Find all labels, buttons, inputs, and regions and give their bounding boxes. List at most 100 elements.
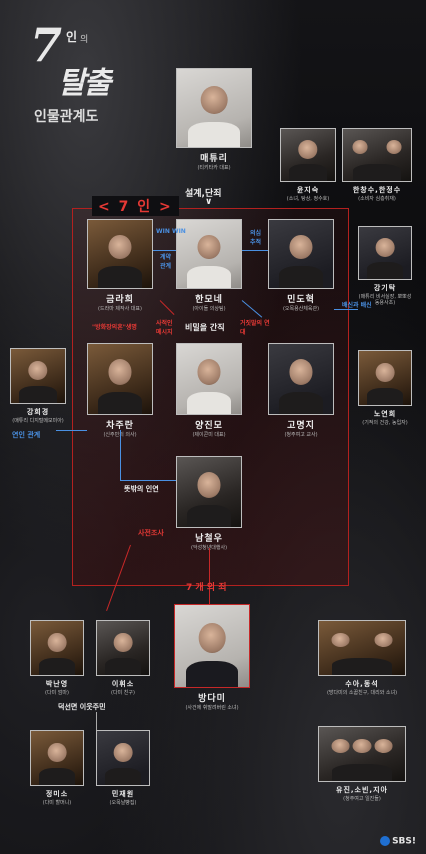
character-photo	[176, 456, 242, 528]
character-photo	[96, 730, 150, 786]
character-name: 차주란	[106, 421, 134, 431]
relation-label-mutual: 사적인 메시지	[156, 320, 173, 336]
logo-main: 탈출	[58, 66, 111, 101]
relation-label-lover: 연인 관계	[12, 431, 41, 439]
seven-people-label: < 7 인 >	[92, 196, 179, 216]
relation-label-winwin: WIN WIN	[156, 228, 186, 235]
character-desc: (오목용산체육관)	[282, 306, 320, 312]
character-desc: (다미 할머니)	[42, 800, 72, 806]
drama-logo: 7 인 의 탈출	[26, 18, 146, 101]
logo-seven: 7	[30, 18, 63, 72]
character-name: 정미소	[45, 790, 69, 798]
character-card-minjaewon[interactable]: 민재원 (오목날빵집)	[96, 730, 150, 806]
character-desc: (악성청년대행사)	[176, 545, 242, 551]
character-card-noyeonhee[interactable]: 노연희 (기적의 건강, 농입자)	[358, 350, 412, 426]
character-photo	[280, 128, 336, 182]
relation-line-betrayal	[334, 309, 358, 310]
character-photo	[10, 348, 66, 404]
relation-line-suspect	[242, 250, 268, 251]
relation-label-neighbors: 덕선면 이웃주민	[58, 703, 106, 711]
character-card-bangdami[interactable]: 방다미 (사건에 휘말려버린 소녀)	[174, 604, 250, 711]
character-name: 박난영	[45, 680, 69, 688]
relation-label-contract: 계약관계	[160, 254, 172, 270]
character-photo	[87, 343, 153, 415]
character-card-group1[interactable]: 윤지숙 (소녀, 탕상, 정수호)	[280, 128, 336, 202]
relation-label-betrayal: 배신과 배신	[342, 302, 372, 309]
relation-line-sins	[209, 548, 210, 604]
character-name: 남철우	[195, 534, 223, 544]
character-desc: (제이콘미 대표)	[192, 432, 226, 438]
character-name: 민도혁	[287, 295, 315, 305]
character-card-kanggitak[interactable]: 강기탁 (매튜리 비서실장, 뽀뽀성동용사초)	[358, 226, 412, 306]
character-desc: (소비자 심층취재)	[358, 196, 396, 202]
logo-ui: 의	[80, 35, 89, 45]
character-card-kanghuigyung[interactable]: 강희경 (매튜리 디지털메모미아)	[10, 348, 66, 424]
character-photo	[176, 343, 242, 415]
character-desc: (청주여고 교사)	[284, 432, 318, 438]
character-photo	[358, 226, 412, 280]
character-name: 한창수,한정수	[352, 186, 402, 194]
character-photo	[342, 128, 412, 182]
relation-line-unexpected-h	[120, 480, 176, 481]
character-name: 수아,동석	[345, 680, 379, 688]
character-card-jungmiso[interactable]: 정미소 (다미 할머니)	[30, 730, 84, 806]
character-desc: (아이돌 의상팀)	[192, 306, 226, 312]
character-photo	[174, 604, 250, 688]
character-card-leehwiso[interactable]: 이휘소 (다미 친구)	[96, 620, 150, 696]
page-title: 인물관계도	[34, 109, 99, 125]
character-name: 고명지	[287, 421, 315, 431]
character-desc: (방다미의 소꿉친구, 대리와 소녀)	[326, 690, 398, 696]
character-name: 강희경	[26, 408, 50, 416]
character-card-sua-dongseok[interactable]: 수아,동석 (방다미의 소꿉친구, 대리와 소녀)	[318, 620, 406, 696]
sbs-icon	[380, 835, 391, 846]
relation-label-seven-sins: 7 개 의 죄	[186, 583, 227, 593]
character-desc: (매튜리 디지털메모미아)	[12, 418, 64, 424]
character-photo	[30, 730, 84, 786]
character-photo	[96, 620, 150, 676]
character-desc: (드라마 제작사 대표)	[98, 306, 142, 312]
character-name: 매튜리	[200, 154, 228, 164]
relation-label-secret: 비밀을 간직	[185, 323, 225, 332]
character-desc: (청주여고 일진들)	[343, 796, 381, 802]
character-photo	[318, 726, 406, 782]
character-photo	[268, 219, 334, 289]
relation-label-scheme: "방화장의혼"생명	[92, 324, 137, 331]
character-card-namcheolwoo[interactable]: 남철우 (악성청년대행사)	[176, 456, 242, 551]
character-card-chajuran[interactable]: 차주란 (신주민의 의사)	[87, 343, 153, 438]
character-desc: (사건에 휘말려버린 소녀)	[185, 705, 239, 711]
character-card-geumrahee[interactable]: 금라희 (드라마 제작사 대표)	[87, 219, 153, 312]
character-name: 윤지숙	[296, 186, 320, 194]
character-card-parknanyoung[interactable]: 박난영 (다미 엄마)	[30, 620, 84, 696]
character-photo	[318, 620, 406, 676]
character-card-yangjinmo[interactable]: 양진모 (제이콘미 대표)	[176, 343, 242, 438]
logo-in: 인	[66, 30, 78, 44]
relation-label-lie: 거짓말의 연대	[240, 320, 270, 336]
character-name: 금라희	[106, 295, 134, 305]
character-card-mindohyuk[interactable]: 민도혁 (오목용산체육관)	[268, 219, 334, 312]
character-card-top[interactable]: 매튜리 (티키타카 대표)	[176, 68, 252, 171]
broadcaster-name: SBS!	[392, 836, 416, 846]
relation-label-research: 사전조사	[138, 529, 164, 537]
character-name: 강기탁	[373, 284, 397, 292]
top-relation-label: 설계,단죄	[185, 189, 222, 199]
character-name: 민재원	[111, 790, 135, 798]
character-card-hanmone[interactable]: 한모네 (아이돌 의상팀)	[176, 219, 242, 312]
character-photo	[176, 68, 252, 148]
character-photo	[358, 350, 412, 406]
character-photo	[176, 219, 242, 289]
relation-label-unexpected: 뜻밖의 인연	[124, 485, 159, 493]
character-photo	[30, 620, 84, 676]
relation-line-lover	[56, 430, 87, 431]
character-desc: (다미 친구)	[111, 690, 135, 696]
relation-line-winwin	[153, 250, 176, 251]
character-desc: (매튜리 비서실장, 뽀뽀성동용사초)	[358, 294, 412, 306]
character-name: 노연희	[373, 410, 397, 418]
character-card-group2[interactable]: 한창수,한정수 (소비자 심층취재)	[342, 128, 412, 202]
character-desc: (티키타카 대표)	[197, 165, 231, 171]
character-desc: (다미 엄마)	[45, 690, 69, 696]
character-card-gomyungji[interactable]: 고명지 (청주여고 교사)	[268, 343, 334, 438]
character-desc: (오목날빵집)	[109, 800, 137, 806]
relation-label-suspect: 의심추적	[250, 230, 262, 246]
relation-line-unexpected-v	[120, 430, 121, 480]
character-card-yujin-group[interactable]: 유진,소빈,지아 (청주여고 일진들)	[318, 726, 406, 802]
